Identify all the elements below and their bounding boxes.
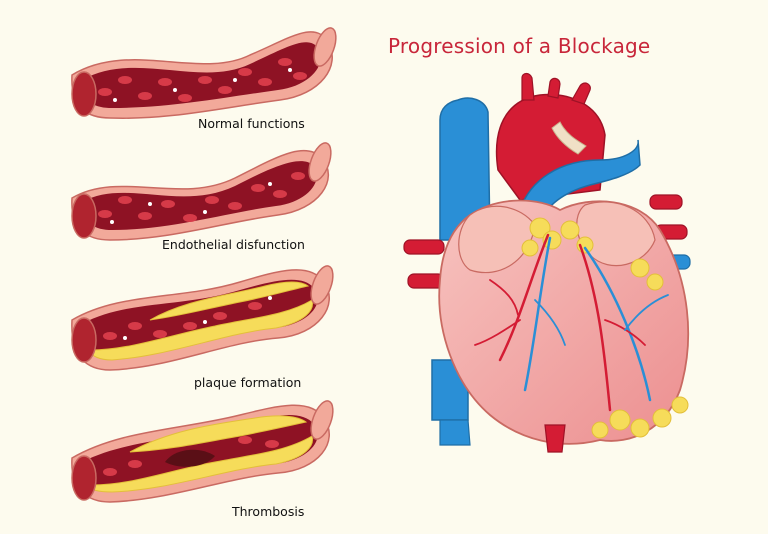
stage-label-endothelial: Endothelial disfunction [162, 237, 305, 252]
heart-icon [403, 72, 691, 453]
diagram-title: Progression of a Blockage [388, 34, 651, 58]
stage-label-normal: Normal functions [198, 116, 305, 131]
artery-plaque-icon [71, 265, 334, 371]
artery-normal-icon [71, 27, 337, 119]
artery-endothelial-icon [71, 142, 332, 241]
stage-label-thrombosis: Thrombosis [232, 504, 305, 519]
stage-label-plaque: plaque formation [194, 375, 302, 390]
artery-thrombosis-icon [71, 400, 334, 503]
